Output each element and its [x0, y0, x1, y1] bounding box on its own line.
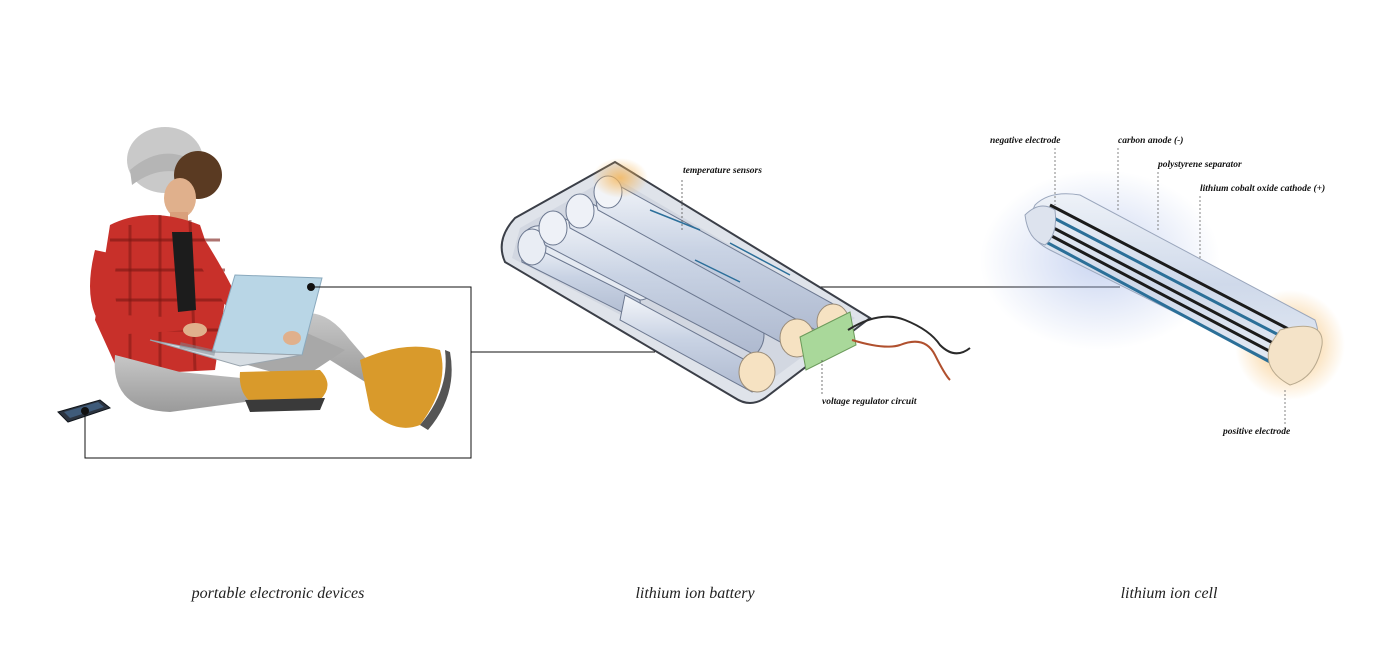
lithium-ion-cell-illustration: [980, 170, 1345, 400]
voltage-regulator-board: [799, 311, 857, 371]
cathode-label: lithium cobalt oxide cathode (+): [1200, 184, 1326, 194]
negative-electrode-label: negative electrode: [990, 136, 1061, 146]
carbon-anode-label: carbon anode (-): [1118, 136, 1184, 146]
cell-callout-lines: [1054, 148, 1286, 424]
phone-connector-dot: [81, 407, 89, 415]
battery-callout-lines: [681, 180, 823, 396]
laptop-connector-line: [84, 286, 472, 459]
person-with-laptop-illustration: [57, 127, 452, 430]
positive-electrode-label: positive electrode: [1223, 427, 1291, 437]
laptop-connector-dot: [307, 283, 315, 291]
battery-pack-illustration: [500, 158, 971, 404]
cell-caption: lithium ion cell: [1120, 585, 1218, 602]
devices-caption: portable electronic devices: [191, 585, 365, 602]
voltage-regulator-label: voltage regulator circuit: [822, 397, 917, 407]
separator-label: polystyrene separator: [1158, 160, 1242, 170]
battery-caption: lithium ion battery: [635, 585, 755, 602]
temperature-sensors-label: temperature sensors: [683, 166, 762, 176]
